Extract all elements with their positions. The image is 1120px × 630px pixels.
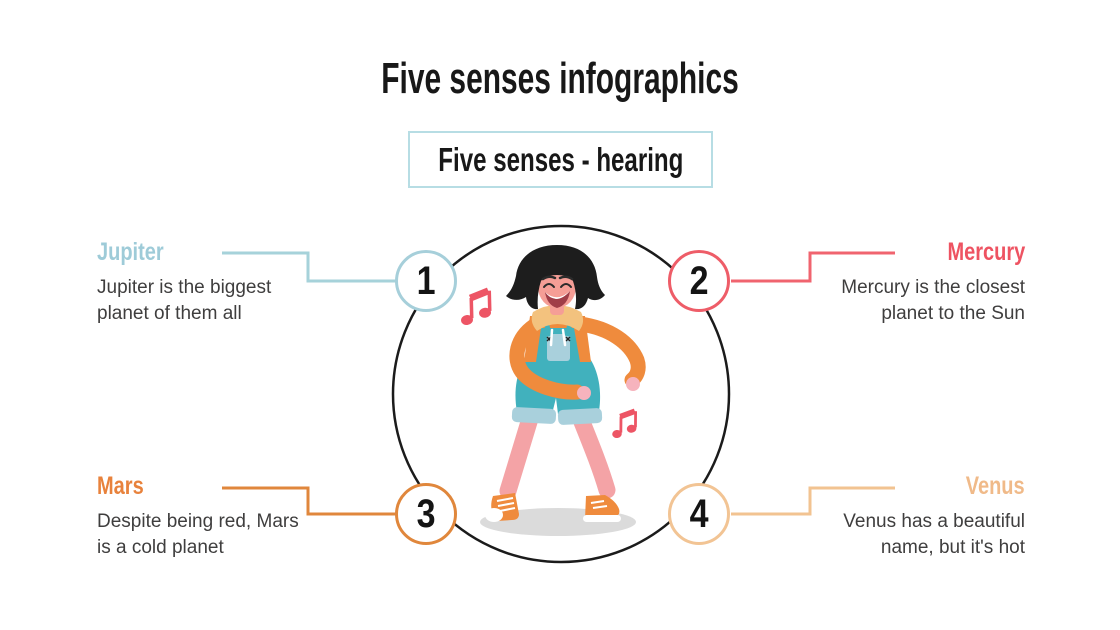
step-circle-1: 1: [395, 250, 457, 312]
callout-text-line: Despite being red, Mars: [97, 511, 299, 532]
right-shoe: [583, 495, 621, 522]
callout-mercury: Mercury Mercury is the closest planet to…: [841, 240, 1025, 327]
callout-label: Venus: [966, 472, 1025, 500]
girl-hair: [506, 245, 605, 310]
callout-label: Mercury: [947, 238, 1025, 266]
callout-text-line: is a cold planet: [97, 537, 224, 558]
callout-text-line: planet of them all: [97, 303, 242, 324]
connector-jupiter: [222, 251, 397, 283]
subtitle-box: Five senses - hearing: [408, 131, 713, 188]
music-note-icon: [461, 287, 492, 326]
connector-mercury: [731, 251, 895, 283]
callout-text-line: planet to the Sun: [881, 303, 1025, 324]
subtitle-text: Five senses - hearing: [437, 140, 684, 178]
dancing-girl-illustration: [480, 245, 646, 536]
callout-venus: Venus Venus has a beautiful name, but it…: [843, 474, 1025, 561]
music-note-icon: [612, 408, 638, 439]
callout-jupiter: Jupiter Jupiter is the biggest planet of…: [97, 240, 271, 327]
step-circle-2: 2: [668, 250, 730, 312]
callout-text-line: Jupiter is the biggest: [97, 277, 272, 298]
step-circle-4: 4: [668, 483, 730, 545]
callout-text-line: Mercury is the closest: [841, 277, 1025, 298]
callout-label: Jupiter: [97, 238, 164, 266]
connector-mars: [222, 486, 397, 516]
connector-venus: [731, 486, 895, 516]
step-number: 4: [689, 491, 709, 536]
page-title: Five senses infographics: [381, 54, 739, 103]
callout-mars: Mars Despite being red, Mars is a cold p…: [97, 474, 299, 561]
callout-label: Mars: [97, 472, 144, 500]
callout-text-line: Venus has a beautiful: [843, 511, 1025, 532]
callout-text-line: name, but it's hot: [880, 537, 1025, 558]
step-circle-3: 3: [395, 483, 457, 545]
step-number: 3: [416, 491, 436, 536]
step-number: 1: [416, 258, 436, 303]
step-number: 2: [689, 258, 709, 303]
left-shoe: [485, 493, 519, 522]
